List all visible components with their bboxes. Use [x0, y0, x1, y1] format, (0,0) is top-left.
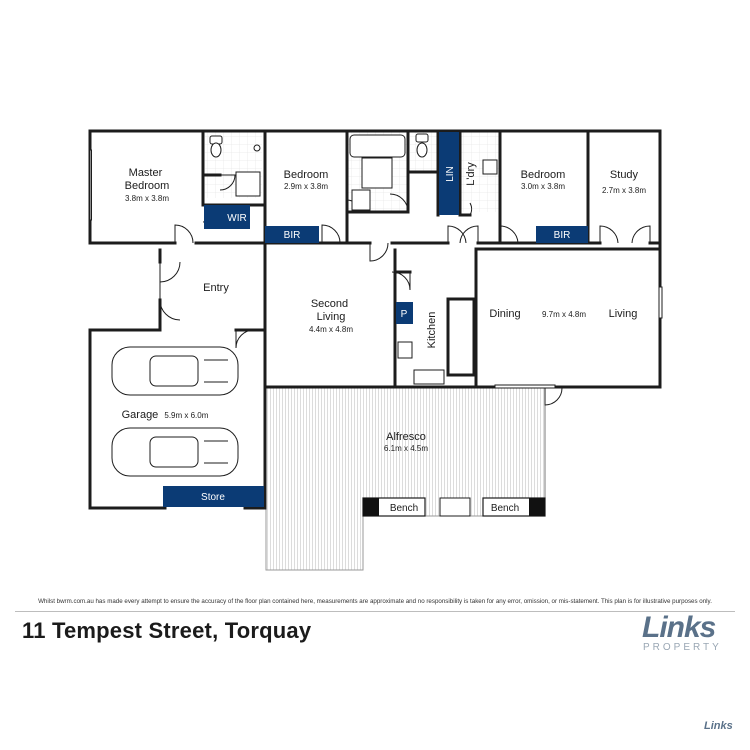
accent-blocks: [163, 132, 588, 507]
store-label: Store: [201, 492, 225, 503]
laundry-label: L'dry: [465, 162, 477, 186]
windows: [89, 149, 663, 389]
alfresco-label: Alfresco: [386, 431, 426, 443]
divider: [15, 611, 735, 612]
pantry-label: P: [401, 309, 408, 320]
second-living-dims: 4.4m x 4.8m: [309, 325, 353, 334]
entry-label: Entry: [203, 282, 229, 294]
wir-block: [204, 205, 250, 229]
master-bedroom-label: Master Bedroom: [125, 167, 170, 192]
doors: [159, 174, 651, 406]
bedroom-2-dims: 2.9m x 3.8m: [284, 182, 328, 191]
walls: [88, 129, 662, 510]
benches: [362, 497, 546, 517]
garage-name: Garage: [122, 409, 159, 421]
garage-dims: 5.9m x 6.0m: [164, 411, 208, 420]
study-dims: 2.7m x 3.8m: [602, 186, 646, 195]
second-living-label: Second Living: [311, 298, 351, 323]
pantry-block: [396, 302, 413, 324]
kitchen-label: Kitchen: [426, 312, 438, 349]
property-address: 11 Tempest Street, Torquay: [22, 618, 312, 643]
corner-logo-mark: Links: [704, 720, 733, 732]
lin-label: LIN: [445, 166, 456, 182]
alfresco-dims: 6.1m x 4.5m: [384, 444, 428, 453]
bedroom-3-dims: 3.0m x 3.8m: [521, 182, 565, 191]
alfresco-area: [265, 387, 546, 571]
fixtures: [209, 133, 498, 385]
bench-label-2: Bench: [491, 503, 519, 514]
dining-label: Dining: [489, 308, 520, 320]
dining-living-dims: 9.7m x 4.8m: [542, 310, 586, 319]
floor-plan: Master Bedroom 3.8m x 3.8m WIR Bedroom 2…: [88, 129, 663, 571]
living-label: Living: [609, 308, 638, 320]
bedroom-2-label: Bedroom: [284, 169, 329, 181]
car-bottom-icon: [111, 427, 239, 477]
bir-block-2: [536, 226, 588, 243]
bir-label-2: BIR: [554, 230, 571, 241]
wir-label: WIR: [227, 213, 246, 224]
master-bedroom-dims: 3.8m x 3.8m: [125, 194, 169, 203]
study-label: Study: [610, 169, 639, 181]
car-top-icon: [111, 346, 239, 396]
bedroom-3-label: Bedroom: [521, 169, 566, 181]
disclaimer: Whilst bwrm.com.au has made every attemp…: [38, 598, 712, 605]
store-block: [163, 486, 264, 507]
lin-block: [439, 132, 459, 215]
agency-logo-sub: PROPERTY: [643, 642, 722, 653]
agency-logo-word: Links: [642, 611, 716, 644]
bench-label-1: Bench: [390, 503, 418, 514]
bir-block-1: [265, 226, 319, 243]
bir-label-1: BIR: [284, 230, 301, 241]
garage-label: Garage 5.9m x 6.0m: [122, 409, 209, 421]
